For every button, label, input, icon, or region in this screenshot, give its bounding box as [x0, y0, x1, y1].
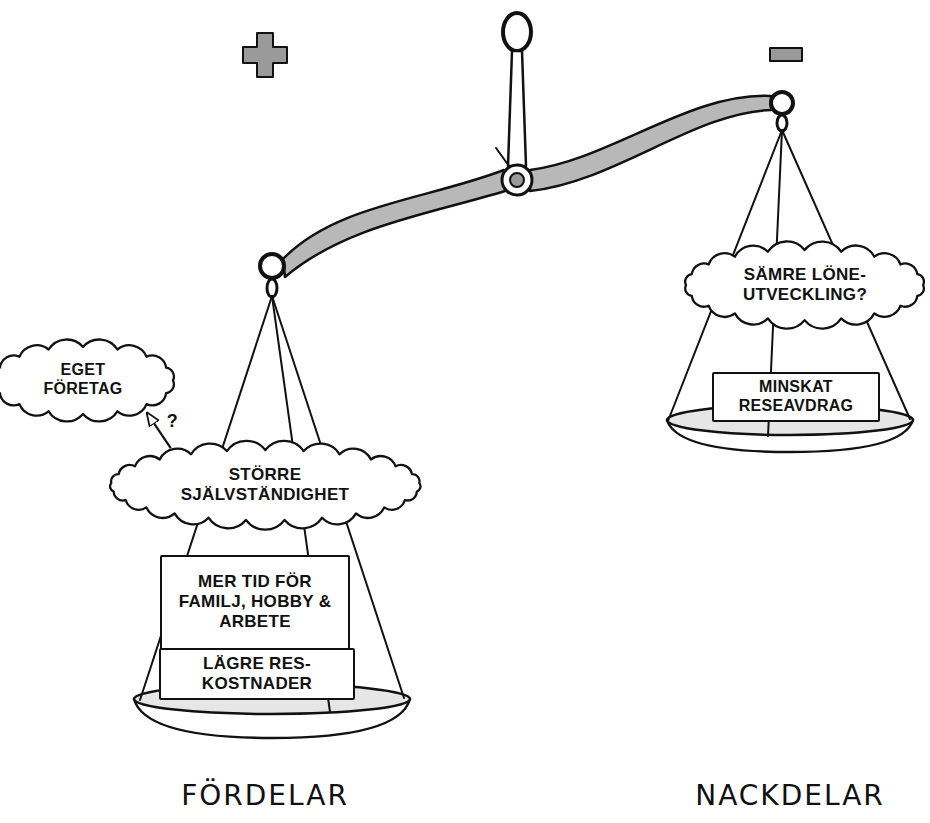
minus-symbol	[770, 48, 802, 61]
right-link	[777, 115, 787, 131]
node-text: MER TID FÖR FAMILJ, HOBBY & ARBETE	[169, 572, 341, 632]
text-box: MER TID FÖR FAMILJ, HOBBY & ARBETE	[160, 555, 350, 650]
scale-shank	[508, 51, 526, 166]
node-text: LÄGRE RES- KOSTNADER	[169, 654, 345, 694]
pointer-needle	[496, 148, 509, 166]
node-text: SÄMRE LÖNE- UTVECKLING?	[730, 265, 880, 305]
thought-cloud: STÖRRE SJÄLVSTÄNDIGHET	[103, 442, 428, 528]
node-text: STÖRRE SJÄLVSTÄNDIGHET	[165, 465, 365, 505]
side-heading: FÖRDELAR	[181, 779, 349, 812]
text-box: MINSKAT RESEAVDRAG	[712, 372, 880, 422]
node-text: EGET FÖRETAG	[28, 361, 138, 399]
left-link	[267, 279, 277, 297]
hanging-ring	[503, 13, 531, 51]
node-text: MINSKAT RESEAVDRAG	[721, 378, 871, 416]
cloud-outline	[0, 339, 174, 421]
beam-right-arm	[530, 96, 771, 191]
right-ring	[771, 92, 793, 114]
thought-cloud: SÄMRE LÖNE- UTVECKLING?	[678, 242, 930, 328]
left-ring	[260, 254, 284, 278]
pivot-hub	[510, 173, 524, 187]
text-box: LÄGRE RES- KOSTNADER	[159, 648, 355, 700]
side-heading: NACKDELAR	[695, 779, 885, 812]
pivot	[502, 165, 532, 195]
beam-left-arm	[283, 170, 505, 277]
edge-label: ?	[165, 412, 180, 432]
thought-cloud: EGET FÖRETAG	[0, 339, 181, 422]
cloud-outline	[110, 441, 420, 530]
cloud-outline	[686, 241, 925, 328]
plus-symbol	[243, 33, 287, 77]
